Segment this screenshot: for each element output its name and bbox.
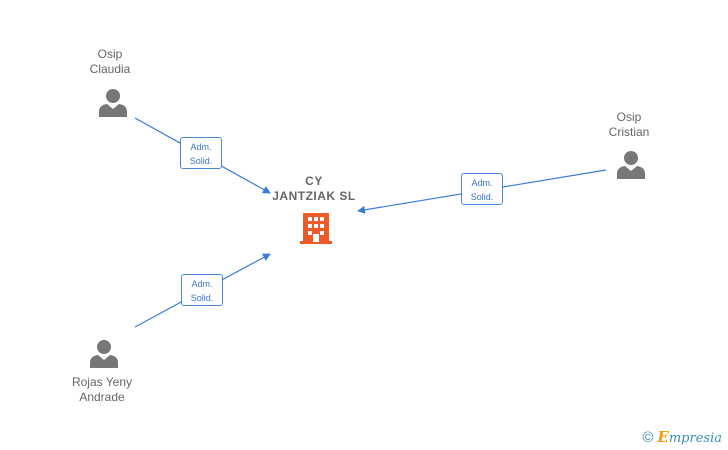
relation-line1: Adm.: [471, 178, 493, 188]
person-icon[interactable]: [616, 150, 646, 180]
relation-line2: Solid.: [470, 192, 494, 202]
relation-line1: Adm.: [190, 142, 212, 152]
relation-badge-claudia[interactable]: Adm. Solid.: [180, 137, 222, 169]
relation-line2: Solid.: [190, 293, 214, 303]
company-name[interactable]: CY JANTZIAK SL: [244, 174, 384, 204]
building-icon[interactable]: [300, 210, 332, 249]
relation-line1: Adm.: [191, 279, 213, 289]
empresia-watermark: © Empresia: [642, 428, 722, 446]
person-name-line2: Claudia: [89, 62, 131, 76]
person-name-line1: Osip: [616, 110, 642, 124]
person-icon[interactable]: [89, 339, 119, 369]
relation-line2: Solid.: [189, 156, 213, 166]
person-label-osip-claudia[interactable]: Osip Claudia: [50, 47, 170, 77]
company-name-line2: JANTZIAK SL: [272, 189, 356, 203]
person-name-line2: Cristian: [608, 125, 650, 139]
person-label-osip-cristian[interactable]: Osip Cristian: [569, 110, 689, 140]
person-name-line1: Osip: [97, 47, 123, 61]
person-icon[interactable]: [98, 88, 128, 118]
copyright-symbol: ©: [642, 428, 654, 446]
relation-badge-cristian[interactable]: Adm. Solid.: [461, 173, 503, 205]
person-label-rojas-yeny-andrade[interactable]: Rojas Yeny Andrade: [42, 375, 162, 405]
person-name-line2: Andrade: [79, 390, 125, 404]
person-name-line1: Rojas Yeny: [71, 375, 133, 389]
empresia-logo: Empresia: [657, 428, 722, 446]
relation-badge-rojas[interactable]: Adm. Solid.: [181, 274, 223, 306]
company-name-line1: CY: [305, 174, 323, 188]
